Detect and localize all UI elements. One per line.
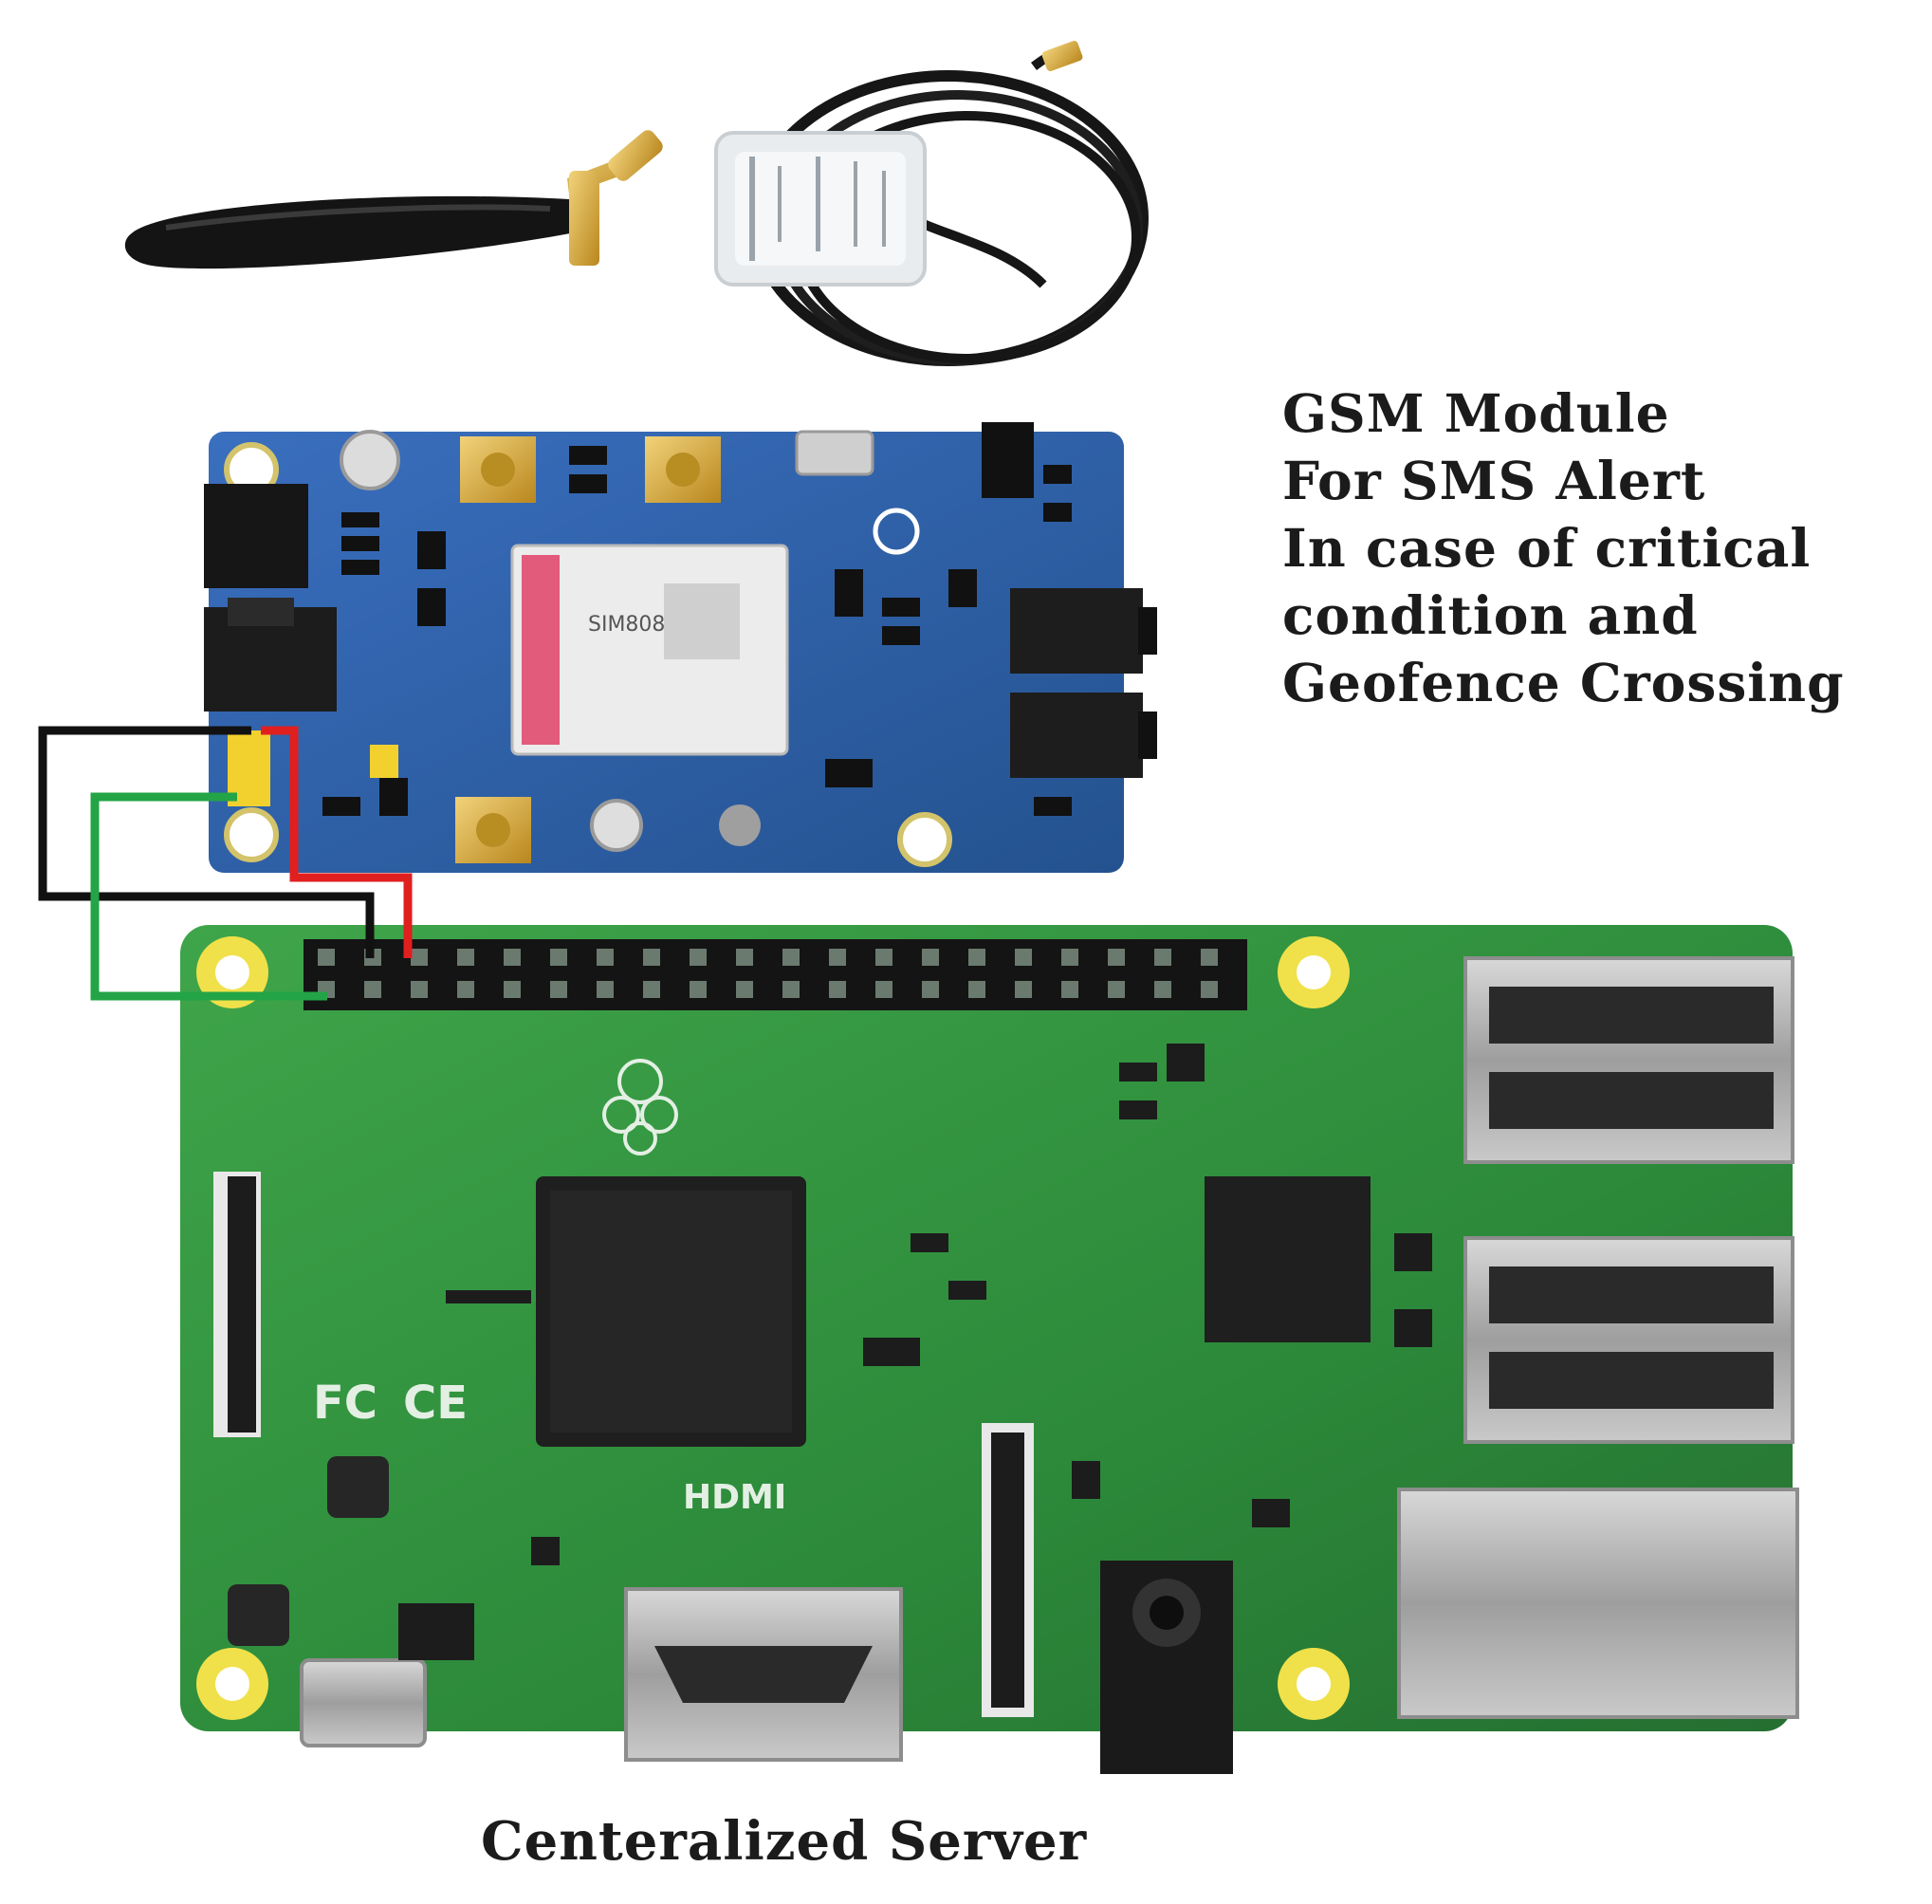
gpio-pin <box>597 981 614 998</box>
gpio-pin <box>875 949 892 966</box>
gpio-pin <box>550 949 567 966</box>
gpio-pin <box>411 981 428 998</box>
gpio-pin <box>875 981 892 998</box>
gpio-pin <box>690 949 707 966</box>
gsm-caption-line-5: Geofence Crossing <box>1282 652 1845 713</box>
server-caption: Centeralized Server <box>481 1810 1088 1873</box>
gpio-pin <box>1015 949 1032 966</box>
gpio-pin <box>504 949 521 966</box>
gpio-pin <box>1201 981 1218 998</box>
gpio-pin <box>829 949 846 966</box>
gsm-antenna-icon <box>124 130 663 269</box>
gsm-caption-line-1: GSM Module <box>1282 382 1670 444</box>
gpio-pin <box>411 949 428 966</box>
gpio-pin <box>318 949 335 966</box>
usb-port-icon <box>1463 956 1794 1444</box>
gpio-pin <box>457 981 474 998</box>
hdmi-port-icon <box>624 1587 903 1762</box>
gpio-header <box>318 949 1218 998</box>
gpio-pin <box>736 949 753 966</box>
hdmi-label: HDMI <box>683 1478 786 1517</box>
gpio-pin <box>1061 981 1078 998</box>
gpio-pin <box>968 981 985 998</box>
raspberry-pi-board: FC CE HDMI <box>180 925 1799 1774</box>
gps-antenna-icon <box>714 40 1149 366</box>
gpio-pin <box>782 981 800 998</box>
gsm-chip-label: SIM808 <box>588 613 665 637</box>
gpio-pin <box>1154 981 1171 998</box>
wire-black <box>38 726 375 958</box>
gpio-pin <box>457 949 474 966</box>
gpio-pin <box>690 981 707 998</box>
gpio-pin <box>643 981 660 998</box>
wire-green <box>90 792 327 1001</box>
gsm-caption-line-3: In case of critical <box>1282 517 1812 579</box>
gpio-pin <box>1061 949 1078 966</box>
gpio-pin <box>736 981 753 998</box>
gsm-module-caption: GSM Module For SMS Alert In case of crit… <box>1282 379 1845 716</box>
gpio-pin <box>550 981 567 998</box>
gpio-pin <box>782 949 800 966</box>
gsm-module-board: SIM808 <box>204 422 1157 873</box>
gpio-pin <box>1108 981 1125 998</box>
ce-mark: CE <box>403 1377 468 1430</box>
gpio-pin <box>922 949 939 966</box>
gpio-pin <box>1201 949 1218 966</box>
gpio-pin <box>968 949 985 966</box>
gpio-pin <box>1015 981 1032 998</box>
ethernet-port-icon <box>1397 1488 1799 1719</box>
fc-mark: FC <box>313 1377 377 1430</box>
gsm-caption-line-2: For SMS Alert <box>1282 450 1706 511</box>
gpio-pin <box>643 949 660 966</box>
gpio-pin <box>922 981 939 998</box>
raspberry-logo <box>602 1059 678 1155</box>
gpio-pin <box>597 949 614 966</box>
gpio-pin <box>1154 949 1171 966</box>
gpio-pin <box>364 981 381 998</box>
gpio-pin <box>829 981 846 998</box>
gsm-caption-line-4: condition and <box>1282 584 1699 646</box>
audio-jack-icon <box>1100 1561 1233 1774</box>
wire-red <box>261 726 413 958</box>
gpio-pin <box>504 981 521 998</box>
gpio-pin <box>1108 949 1125 966</box>
